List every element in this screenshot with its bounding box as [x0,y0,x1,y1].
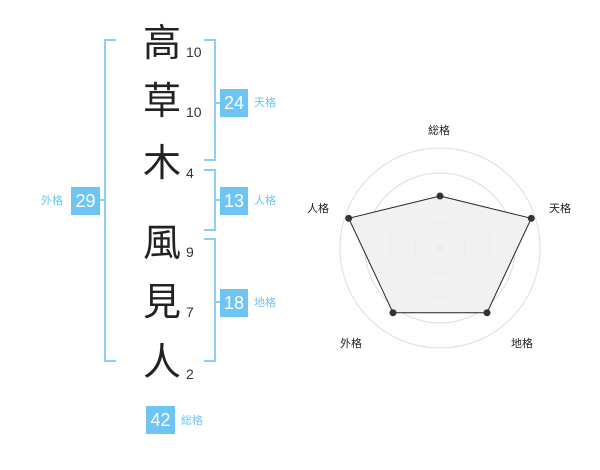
chikaku-score: 18 [220,289,248,317]
jinkaku-score: 13 [220,187,248,215]
tenkaku-connector [216,102,222,104]
stroke-count-1: 10 [186,44,202,60]
radar-point-2 [527,214,535,222]
radar-point-3 [483,309,491,317]
radar-axis-jinkaku: 人格 [307,202,329,215]
chikaku-connector [216,301,222,303]
name-char-4: 風 [142,221,181,265]
stroke-count-6: 2 [186,366,194,382]
radar-grid-ring [339,147,541,349]
radar-axis-soukaku: 総格 [428,124,450,137]
gaikaku-bracket [104,39,116,362]
name-char-6: 人 [142,340,181,384]
stroke-count-3: 4 [186,165,194,181]
radar-point-4 [389,309,397,317]
chikaku-bracket [204,238,216,362]
jinkaku-connector [216,199,222,201]
name-char-2: 草 [142,79,181,123]
radar-point-1 [436,192,444,200]
gaikaku-score: 29 [71,187,100,215]
name-char-1: 高 [142,21,181,65]
tenkaku-bracket [204,39,216,161]
radar-axis-gaikaku: 外格 [340,337,362,350]
tenkaku-score: 24 [220,89,248,117]
name-char-3: 木 [142,141,181,185]
radar-point-5 [345,214,353,222]
stroke-count-5: 7 [186,304,194,320]
chikaku-label: 地格 [254,296,276,309]
soukaku-label: 総格 [181,414,203,427]
tenkaku-label: 天格 [254,96,276,109]
radar-axis-tenkaku: 天格 [549,202,571,215]
radar-axis-chikaku: 地格 [511,337,533,350]
radar-area [347,195,533,314]
name-char-5: 見 [142,280,181,324]
gaikaku-label: 外格 [41,194,63,207]
stroke-count-2: 10 [186,104,202,120]
gaikaku-connector [98,199,104,201]
jinkaku-bracket [204,169,216,231]
stroke-count-4: 9 [186,244,194,260]
jinkaku-label: 人格 [254,194,276,207]
soukaku-score: 42 [146,406,175,434]
